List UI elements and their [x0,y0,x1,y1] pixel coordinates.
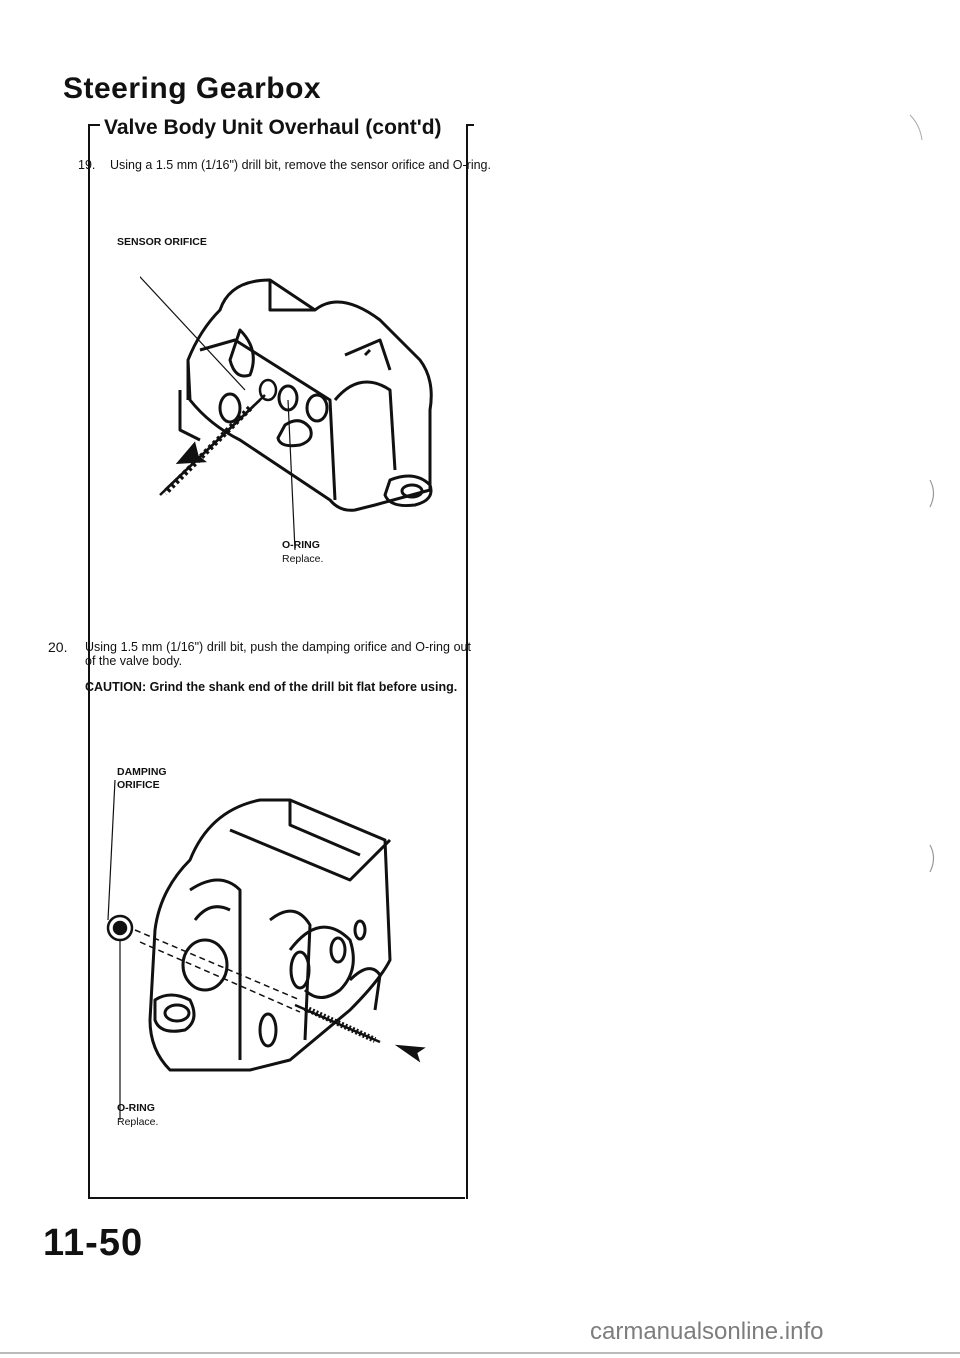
damping-orifice-illustration [106,780,426,1120]
step-19: 19. Using a 1.5 mm (1/16") drill bit, re… [78,158,548,190]
sensor-orifice-illustration [140,276,433,550]
frame-top-right [466,124,474,126]
frame-left [88,124,90,1199]
footer-divider [0,1352,960,1354]
frame-right [466,124,468,1199]
scan-mark [909,114,923,141]
page-number: 11-50 [43,1222,144,1264]
step-number: 20. [48,639,68,655]
damping-orifice-label-line1: DAMPING [117,766,167,778]
sensor-orifice-label: SENSOR ORIFICE [117,236,207,248]
footer-watermark-url: carmanualsonline.info [590,1318,824,1345]
section-title: Valve Body Unit Overhaul (cont'd) [104,116,442,139]
caution-note: CAUTION: Grind the shank end of the dril… [85,680,458,694]
o-ring-label-1: O-RING [282,539,320,551]
frame-bottom [88,1197,465,1199]
step-20: 20. Using 1.5 mm (1/16") drill bit, push… [48,640,518,672]
page-title: Steering Gearbox [63,72,322,105]
o-ring-label-2: O-RING [117,1102,155,1114]
frame-top-left [88,124,100,126]
damping-orifice-label-line2: ORIFICE [117,779,160,791]
step-number: 19. [78,158,96,172]
scan-mark [929,844,935,873]
step-text: Using a 1.5 mm (1/16") drill bit, remove… [110,158,491,172]
replace-note-1: Replace. [282,553,324,565]
step-text: Using 1.5 mm (1/16") drill bit, push the… [85,640,471,668]
replace-note-2: Replace. [117,1116,159,1128]
scan-mark [929,479,935,508]
